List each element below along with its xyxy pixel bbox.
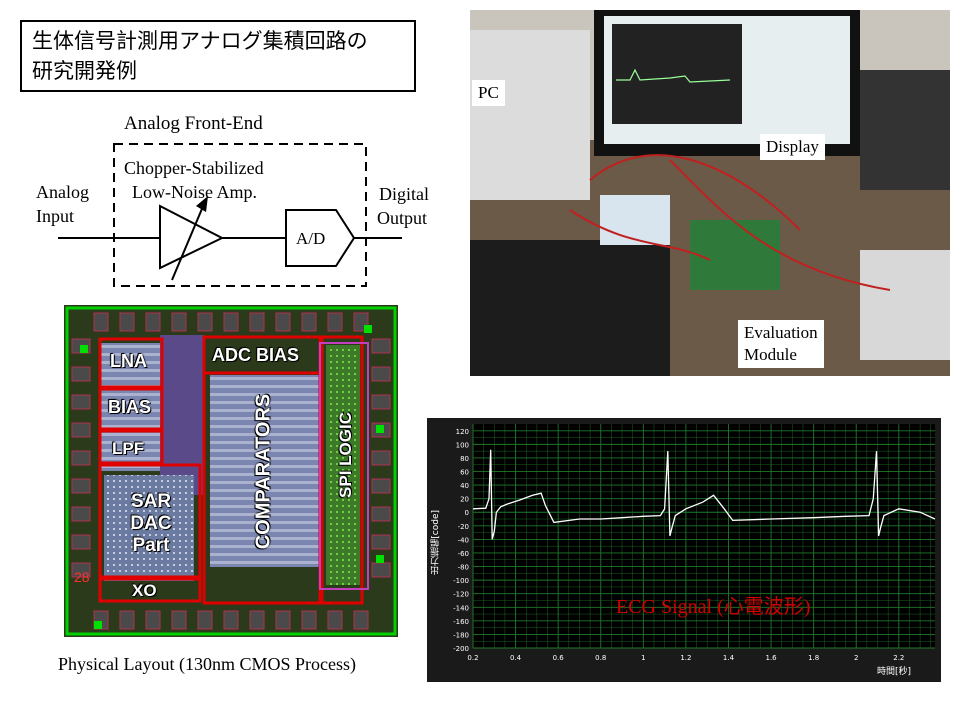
- ecg-caption: ECG Signal (心電波形): [616, 596, 811, 618]
- y-tick-label: -180: [453, 631, 469, 639]
- usb-box: [600, 195, 670, 245]
- eval-label-line-2: Module: [744, 345, 797, 364]
- block-xo: XO: [132, 581, 157, 600]
- y-tick-label: 60: [460, 469, 469, 477]
- analog-block-fill: [100, 343, 160, 471]
- afe-dashed-box: [113, 143, 367, 287]
- input-label-1: Analog: [36, 182, 89, 202]
- y-tick-label: -140: [453, 604, 469, 612]
- y-tick-label: 80: [460, 455, 469, 463]
- screen-waveform-window: [612, 24, 742, 124]
- ecg-y-ticks: 120 100 80 60 40 20 0 -20 -40 -60 -80 -100 -120 -140 -…: [453, 428, 469, 653]
- block-lpf: LPF: [112, 439, 145, 458]
- y-tick-label: -200: [453, 645, 469, 653]
- photo-label-pc: PC: [472, 80, 505, 106]
- y-tick-label: -20: [458, 523, 469, 531]
- ecg-chart: 120 100 80 60 40 20 0 -20 -40 -60 -80 -100 -120 -140 -…: [427, 418, 941, 682]
- input-label-2: Input: [36, 206, 74, 226]
- x-tick-label: 2: [854, 654, 858, 662]
- chip-caption: Physical Layout (130nm CMOS Process): [58, 654, 356, 674]
- y-tick-label: -60: [458, 550, 469, 558]
- afe-heading: Analog Front-End: [124, 113, 263, 134]
- block-sar-line-2: DAC: [130, 513, 172, 534]
- variable-gain-arrow: [171, 203, 205, 281]
- lab-photo-svg: [470, 10, 950, 376]
- eval-board: [690, 220, 780, 290]
- ecg-trace: [472, 449, 936, 540]
- block-adc-bias: ADC BIAS: [212, 345, 300, 365]
- block-lna: LNA: [110, 351, 147, 371]
- x-tick-label: 1.4: [723, 654, 735, 662]
- y-tick-label: -80: [458, 564, 469, 572]
- x-tick-label: 1.8: [808, 654, 819, 662]
- keyboard: [470, 240, 670, 376]
- y-tick-label: -120: [453, 591, 469, 599]
- y-tick-label: 20: [460, 496, 469, 504]
- ecg-x-label: 時間[秒]: [877, 667, 912, 677]
- eval-label-line-1: Evaluation: [744, 323, 818, 342]
- block-comparators: COMPARATORS: [252, 393, 275, 550]
- pad-ring: [71, 312, 391, 630]
- comparators-fill: [210, 375, 322, 567]
- title-line-1: 生体信号計測用アナログ集積回路の: [32, 29, 368, 53]
- x-tick-label: 0.2: [467, 654, 478, 662]
- office-chair: [860, 70, 950, 190]
- afe-diagram: Analog Front-End Chopper-Stabilized Low-…: [0, 108, 460, 298]
- block-sar-dac: SAR DAC Part: [126, 491, 176, 557]
- y-tick-label: -100: [453, 577, 469, 585]
- probe-cables: [569, 154, 891, 291]
- block-bias: BIAS: [108, 397, 152, 417]
- amp-label-2: Low-Noise Amp.: [132, 182, 257, 202]
- ecg-grid: [472, 424, 935, 649]
- pc-tower: [470, 30, 590, 200]
- block-spi-logic: SPI LOGIC: [336, 412, 355, 498]
- x-tick-label: 1.6: [765, 654, 777, 662]
- x-tick-label: 0.4: [510, 654, 522, 662]
- x-tick-label: 1: [641, 654, 645, 662]
- ecg-chart-svg: 120 100 80 60 40 20 0 -20 -40 -60 -80 -100 -120 -140 -…: [427, 418, 941, 682]
- y-tick-label: 100: [456, 441, 469, 449]
- lab-setup-photo: PC Display Evaluation Module: [470, 10, 950, 376]
- y-tick-label: 120: [456, 428, 469, 436]
- block-sar-line-1: SAR: [130, 491, 172, 512]
- multimeter: [860, 250, 950, 360]
- chip-seal-ring: [65, 306, 397, 636]
- chip-layout-svg: [64, 305, 398, 637]
- pin-number-label: 28: [74, 569, 90, 585]
- x-tick-label: 1.2: [680, 654, 691, 662]
- output-label-1: Digital: [379, 184, 429, 204]
- title-box: 生体信号計測用アナログ集積回路の 研究開発例: [20, 20, 416, 92]
- ecg-plot-area: [473, 424, 935, 648]
- output-label-2: Output: [377, 208, 428, 228]
- title-line-2: 研究開発例: [32, 59, 137, 83]
- block-sar-line-3: Part: [132, 535, 170, 556]
- y-tick-label: -160: [453, 618, 469, 626]
- photo-label-display: Display: [760, 134, 825, 160]
- logic-outline: [319, 342, 369, 590]
- bias-area-fill: [160, 335, 204, 495]
- adc-symbol: [285, 209, 356, 267]
- adc-label: A/D: [296, 229, 326, 248]
- spi-logic-fill: [326, 345, 360, 585]
- x-tick-label: 0.6: [553, 654, 565, 662]
- pad-contacts: [80, 325, 384, 629]
- y-tick-label: 0: [465, 509, 469, 517]
- amp-label-1: Chopper-Stabilized: [124, 158, 264, 178]
- photo-label-evaluation-module: Evaluation Module: [738, 320, 824, 368]
- y-tick-label: 40: [460, 482, 469, 490]
- afe-diagram-svg: [58, 143, 402, 287]
- chip-layout-image: LNA BIAS LPF SAR DAC Part XO ADC BIAS CO…: [64, 305, 398, 637]
- variable-gain-arrowhead: [196, 196, 208, 212]
- sar-dac-fill: [104, 475, 194, 581]
- screen-trace: [616, 68, 731, 83]
- y-tick-label: -40: [458, 536, 469, 544]
- x-tick-label: 0.8: [595, 654, 606, 662]
- ecg-x-ticks: 0.2 0.4 0.6 0.8 1 1.2 1.4 1.6 1.8 2 2.2: [467, 654, 904, 662]
- ecg-y-label: 出力振幅[code]: [431, 510, 441, 575]
- x-tick-label: 2.2: [893, 654, 904, 662]
